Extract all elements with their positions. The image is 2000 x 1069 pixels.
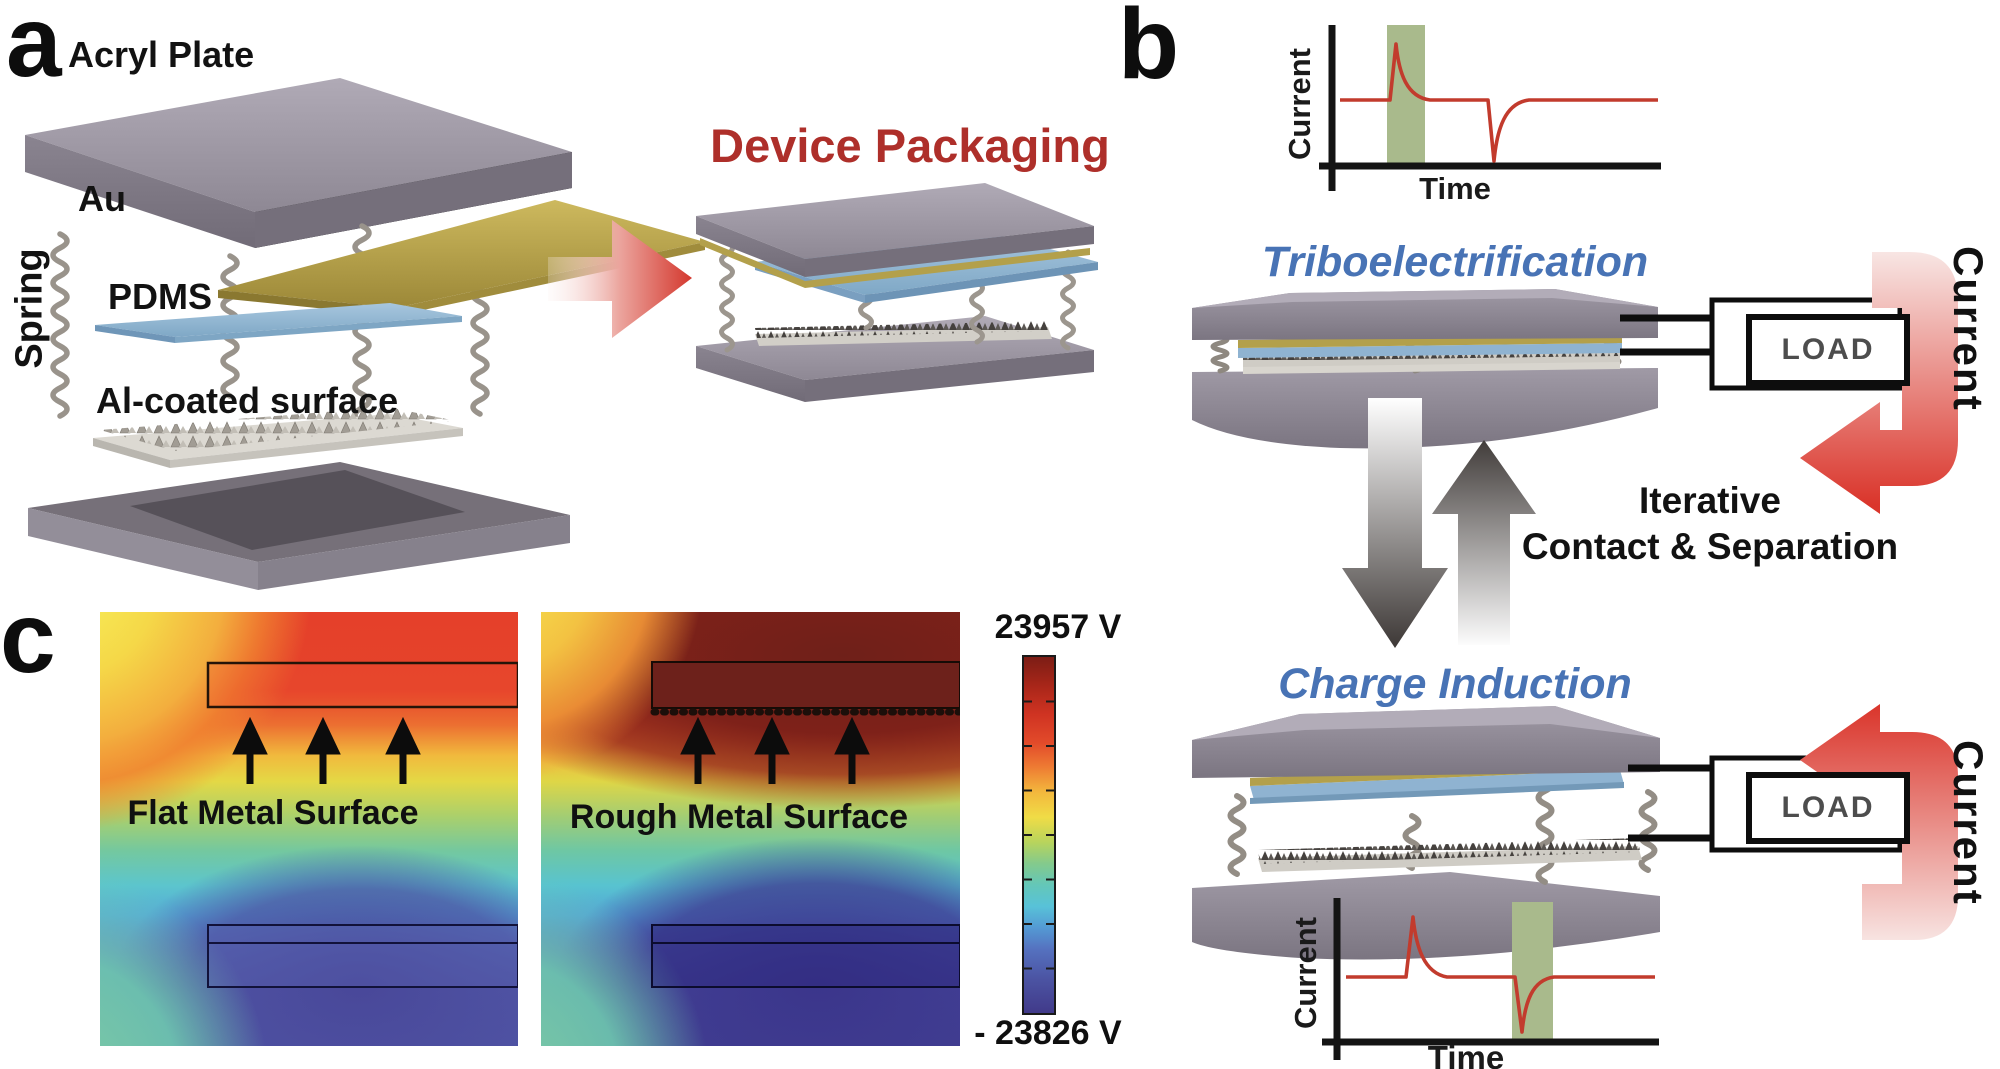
current-trace <box>1346 915 1655 1034</box>
arrow-up <box>1432 440 1536 645</box>
flat-surface-label: Flat Metal Surface <box>127 794 419 832</box>
triboelectrification-title: Triboelectrification <box>1261 238 1649 286</box>
label-al-coated: Al-coated surface <box>96 380 399 421</box>
chart-contact <box>1319 25 1661 191</box>
panel-c-label: c <box>0 582 56 694</box>
current-label-top: Current <box>1945 246 1992 412</box>
chart-separation <box>1322 898 1659 1060</box>
panel-a-label: a <box>6 0 62 98</box>
charge-induction-title: Charge Induction <box>1278 660 1632 708</box>
colorbar-min-label: - 23826 V <box>974 1014 1122 1052</box>
flat-map-overlay <box>206 661 518 988</box>
label-pdms: PDMS <box>108 276 213 317</box>
panel-b-label: b <box>1118 0 1180 100</box>
device-packaging-title: Device Packaging <box>710 119 1110 172</box>
field-arrows-rough <box>680 716 870 784</box>
rough-surface-label: Rough Metal Surface <box>569 798 909 836</box>
chart-bottom-xlabel: Time <box>1427 1039 1505 1069</box>
iterative-line2: Contact & Separation <box>1521 526 1899 567</box>
voltage-colorbar <box>1022 655 1056 1015</box>
colorbar-ticks <box>1024 700 1054 970</box>
assembly-arrow <box>548 220 692 338</box>
device-separated <box>1192 706 1660 960</box>
current-arrow-up <box>1800 704 1958 940</box>
chart-top-ylabel: Current <box>1282 48 1317 160</box>
chart-axes <box>1322 898 1659 1060</box>
flat-top-electrode <box>206 661 518 709</box>
current-arrow-down <box>1800 252 1958 514</box>
exploded-device <box>25 78 705 590</box>
arrow-down <box>1342 398 1448 648</box>
rough-bottom-electrode <box>651 924 960 988</box>
colorbar-max-label: 23957 V <box>994 608 1122 646</box>
contact-separation-arrows <box>1342 398 1536 648</box>
rough-top-electrode <box>651 661 960 709</box>
chart-axes <box>1319 25 1661 191</box>
highlight-band-separation <box>1512 902 1553 1042</box>
current-label-bottom: Current <box>1945 740 1992 906</box>
device-compressed <box>1192 289 1658 449</box>
rough-map-overlay <box>650 661 960 988</box>
field-arrows-flat <box>232 716 421 784</box>
label-au: Au <box>78 178 126 219</box>
label-spring: Spring <box>8 248 51 369</box>
packaged-device <box>696 183 1098 402</box>
iterative-line1: Iterative <box>1639 480 1781 521</box>
load-box-bottom: LOAD <box>1746 772 1910 844</box>
current-trace <box>1340 42 1658 163</box>
chart-bottom-ylabel: Current <box>1288 917 1323 1029</box>
label-acryl-plate: Acryl Plate <box>68 34 255 75</box>
simulation-map-rough <box>541 612 960 1046</box>
flat-bottom-electrode <box>207 924 518 988</box>
chart-top-xlabel: Time <box>1419 171 1491 206</box>
simulation-map-flat <box>100 612 518 1046</box>
load-box-top: LOAD <box>1746 314 1910 386</box>
